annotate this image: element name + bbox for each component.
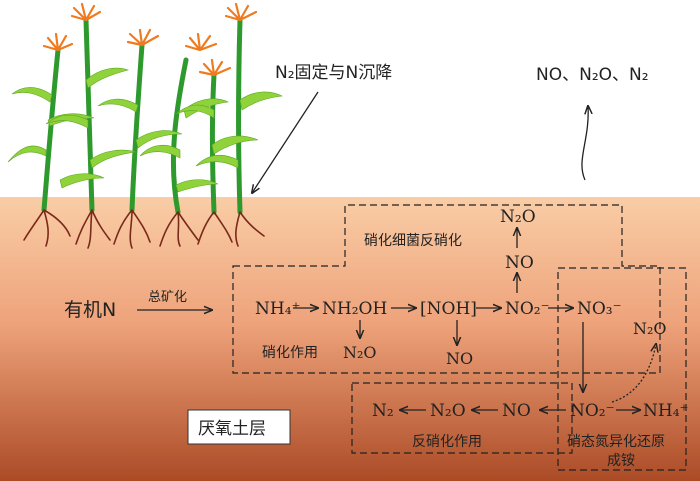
fixation-label: N₂固定与N沉降 <box>275 63 392 83</box>
nitrifier-denitrification-label: 硝化细菌反硝化 <box>364 233 462 249</box>
denit-n2o: N₂O <box>430 401 466 421</box>
anaerobic-layer-box <box>187 409 291 445</box>
dnra-label-line2: 成铵 <box>607 453 635 469</box>
nitrification-label: 硝化作用 <box>262 345 318 361</box>
nitrifier-no: NO <box>505 253 534 273</box>
species-no2: NO₂⁻ <box>505 299 550 319</box>
denit-n2: N₂ <box>372 401 394 421</box>
mineralization-label: 总矿化 <box>148 290 187 305</box>
arrow-dnra-to-n2o <box>611 344 656 403</box>
species-no3: NO₃⁻ <box>577 299 622 319</box>
atmosphere-gases-label: NO、N₂O、N₂ <box>536 65 649 85</box>
dnra-label-line1: 硝态氮异化还原 <box>567 434 665 450</box>
species-nh4: NH₄⁺ <box>255 299 301 319</box>
species-nh2oh: NH₂OH <box>322 299 387 319</box>
plant-illustration <box>7 2 284 249</box>
nitrification-no: NO <box>446 349 473 368</box>
dnra-n2o: N₂O <box>633 319 667 338</box>
species-noh: [NOH] <box>420 299 477 319</box>
emission-arrow <box>581 106 588 181</box>
denitrification-label: 反硝化作用 <box>412 434 482 450</box>
nitrification-box <box>232 204 661 374</box>
dnra-nh4: NH₄⁺ <box>643 401 689 421</box>
nitrifier-n2o: N₂O <box>500 207 536 227</box>
nitrification-n2o: N₂O <box>343 343 377 362</box>
organic-n-label: 有机N <box>64 299 116 321</box>
denitrification-box <box>351 382 573 454</box>
fixation-arrow <box>252 91 319 193</box>
denit-no2: NO₂⁻ <box>570 401 615 421</box>
denit-no: NO <box>502 401 531 421</box>
anaerobic-layer-label: 厌氧土层 <box>198 419 266 439</box>
